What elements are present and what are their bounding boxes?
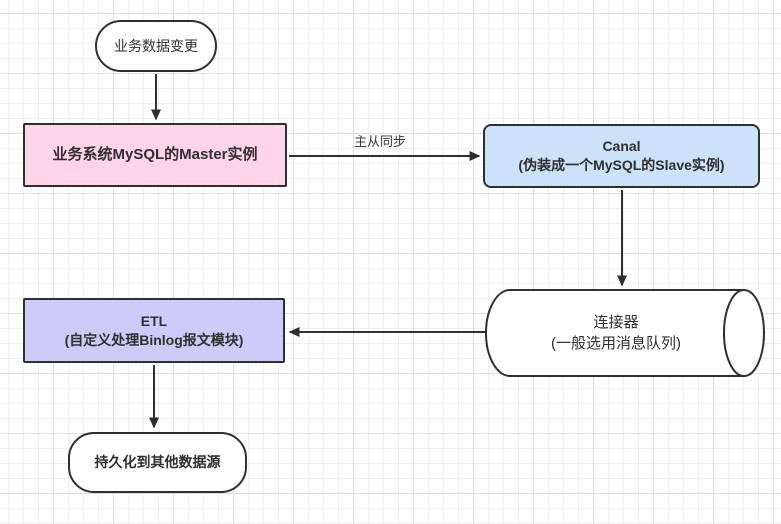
node-sink-label: 持久化到其他数据源 (94, 454, 221, 471)
node-mysql-master: 业务系统MySQL的Master实例 (23, 123, 287, 187)
edge-label-sync: 主从同步 (353, 134, 406, 149)
node-etl-subtitle: (自定义处理Binlog报文模块) (64, 331, 244, 348)
node-connector-title: 连接器 (593, 314, 639, 331)
cylinder-shape (485, 289, 765, 377)
node-etl-title: ETL (140, 312, 168, 329)
node-canal-title: Canal (602, 138, 641, 155)
node-start: 业务数据变更 (95, 20, 217, 72)
node-mysql-master-label: 业务系统MySQL的Master实例 (52, 145, 258, 163)
node-etl: ETL (自定义处理Binlog报文模块) (23, 298, 285, 363)
node-canal-subtitle: (伪装成一个MySQL的Slave实例) (518, 157, 725, 173)
node-connector-subtitle: (一般选用消息队列) (551, 335, 681, 352)
node-start-label: 业务数据变更 (114, 37, 198, 54)
node-connector: 连接器 (一般选用消息队列) (486, 291, 746, 375)
node-sink: 持久化到其他数据源 (68, 432, 247, 493)
node-canal: Canal (伪装成一个MySQL的Slave实例) (483, 124, 760, 188)
